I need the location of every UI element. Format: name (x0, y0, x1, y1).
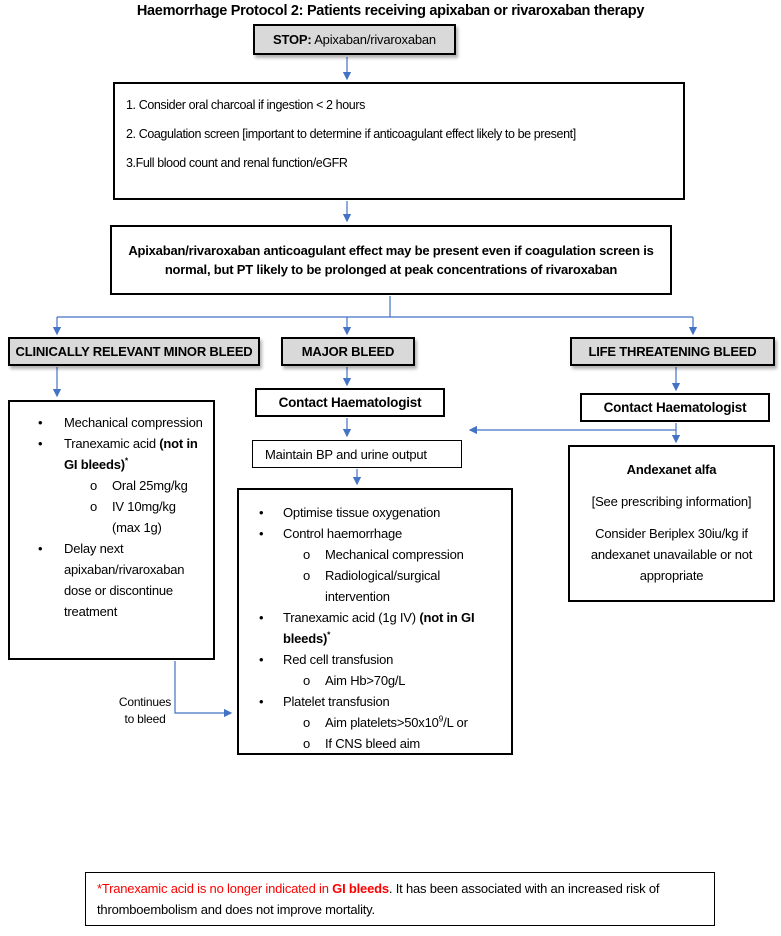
text-segment: 9 (438, 713, 444, 724)
text-segment: Delay next apixaban/rivaroxaban dose or … (64, 541, 185, 619)
list-item-text: IV 10mg/kg (max 1g) (112, 499, 176, 535)
list-item-text: Red cell transfusion (283, 652, 393, 667)
list-item: • Mechanical compression (10, 412, 203, 433)
text-segment: Control haemorrhage (283, 526, 403, 541)
list-item-text: Oral 25mg/kg (112, 478, 188, 493)
bullet-marker: • (259, 505, 264, 520)
stop-label: STOP: Apixaban/rivaroxaban (273, 32, 436, 47)
text-segment: *Tranexamic acid is no longer indicated … (97, 881, 333, 896)
initial-steps-box: 1. Consider oral charcoal if ingestion <… (113, 82, 685, 200)
list-item: o Aim Hb>70g/L (239, 670, 503, 691)
list-item-text: Platelet transfusion (283, 694, 390, 709)
text-segment: IV 10mg/kg (max 1g) (112, 499, 176, 535)
list-item: • Tranexamic acid (1g IV) (not in GI blee… (239, 607, 503, 649)
text-segment: Red cell transfusion (283, 652, 394, 667)
step-3: 3.Full blood count and renal function/eG… (126, 156, 348, 170)
stop-label-bold: STOP: (273, 32, 312, 47)
text-segment: Radiological/surgical intervention (325, 568, 441, 604)
stop-box: STOP: Apixaban/rivaroxaban (253, 24, 456, 55)
text-segment: If CNS bleed aim (325, 736, 421, 751)
bullet-marker: • (259, 610, 264, 625)
text-segment: Oral 25mg/kg (112, 478, 188, 493)
list-item-text: Mechanical compression (325, 547, 464, 562)
maintain-bp-box: Maintain BP and urine output (252, 440, 462, 468)
branch-header-life-threatening-bleed: LIFE THREATENING BLEED (570, 337, 775, 366)
text-segment: Mechanical compression (325, 547, 464, 562)
andexanet-prescribing-info: [See prescribing information] (591, 494, 752, 509)
list-item: o Oral 25mg/kg (10, 475, 203, 496)
andexanet-box: Andexanet alfa [See prescribing informat… (568, 445, 775, 602)
branch-header-minor-bleed: CLINICALLY RELEVANT MINOR BLEED (8, 337, 260, 366)
contact-haematologist-life-box: Contact Haematologist (580, 393, 770, 422)
list-item: • Red cell transfusion (239, 649, 503, 670)
bullet-marker: • (38, 415, 43, 430)
list-item-text: Aim platelets>50x109/L or (325, 713, 468, 730)
branch-header-major-bleed: MAJOR BLEED (281, 337, 415, 366)
list-item-text: Radiological/surgical intervention (325, 568, 440, 604)
continues-to-bleed-label: Continues to bleed (118, 695, 172, 726)
list-item: o IV 10mg/kg (max 1g) (10, 496, 203, 538)
text-segment: . It has been associated with an increas… (97, 881, 660, 917)
major-bleed-actions-box: • Optimise tissue oxygenation • Control hae… (237, 488, 513, 755)
list-item: o If CNS bleed aim (239, 733, 503, 754)
text-segment: Optimise tissue oxygenation (283, 505, 441, 520)
list-item: • Control haemorrhage (239, 523, 503, 544)
text-segment: (not in GI bleeds) (64, 436, 198, 472)
text-segment: Mechanical compression (64, 415, 203, 430)
bullet-marker: • (259, 526, 264, 541)
bullet-marker: • (38, 541, 43, 556)
bullet-marker: • (259, 694, 264, 709)
list-item-text: If CNS bleed aim (325, 736, 420, 751)
text-segment: * (124, 455, 128, 466)
andexanet-title: Andexanet alfa (626, 462, 717, 477)
circle-marker: o (303, 736, 311, 751)
list-item-text: Delay next apixaban/rivaroxaban dose or … (64, 541, 185, 619)
stop-label-rest: Apixaban/rivaroxaban (311, 32, 436, 47)
list-item: o Aim platelets>50x109/L or (239, 712, 503, 733)
list-item: o Mechanical compression (239, 544, 503, 565)
text-segment: (not in GI bleeds) (283, 610, 475, 646)
circle-marker: o (90, 478, 98, 493)
minor-bleed-actions-box: • Mechanical compression • Tranexamic acid … (8, 400, 215, 660)
text-segment: Aim Hb>70g/L (325, 673, 406, 688)
list-item: • Platelet transfusion (239, 691, 503, 712)
list-item-text: Aim Hb>70g/L (325, 673, 406, 688)
list-item: • Delay next apixaban/rivaroxaban dose or… (10, 538, 203, 622)
list-item-text: Tranexamic acid (1g IV) (not in GI bleed… (283, 610, 475, 646)
text-segment: Tranexamic acid (64, 436, 160, 451)
circle-marker: o (303, 715, 311, 730)
bullet-marker: • (38, 436, 43, 451)
bullet-marker: • (259, 652, 264, 667)
text-segment: Platelet transfusion (283, 694, 390, 709)
circle-marker: o (303, 547, 311, 562)
text-segment: /L or (443, 715, 468, 730)
caution-note-box: Apixaban/rivaroxaban anticoagulant effec… (110, 225, 672, 295)
circle-marker: o (303, 673, 311, 688)
andexanet-beriplex-note: Consider Beriplex 30iu/kg if andexanet u… (590, 526, 753, 583)
text-segment: GI bleeds (332, 881, 389, 896)
list-item-text: Tranexamic acid (not in GI bleeds)* (64, 436, 198, 472)
page-title: Haemorrhage Protocol 2: Patients receivi… (136, 3, 645, 19)
list-item-text: Optimise tissue oxygenation (283, 505, 440, 520)
tranexamic-footnote-box: *Tranexamic acid is no longer indicated … (85, 872, 715, 926)
list-item: • Tranexamic acid (not in GI bleeds)* (10, 433, 203, 475)
list-item: o Radiological/surgical intervention (239, 565, 503, 607)
text-segment: Tranexamic acid (1g IV) (283, 610, 420, 625)
contact-haematologist-major-box: Contact Haematologist (255, 388, 445, 417)
text-segment: * (327, 629, 331, 640)
step-1: 1. Consider oral charcoal if ingestion <… (126, 98, 365, 112)
text-segment: Aim platelets>50x10 (325, 715, 439, 730)
step-2: 2. Coagulation screen [important to dete… (126, 127, 576, 141)
list-item-text: Control haemorrhage (283, 526, 402, 541)
list-item-text: Mechanical compression (64, 415, 203, 430)
arrow-continues-to-bleed (174, 661, 233, 718)
list-item: • Optimise tissue oxygenation (239, 502, 503, 523)
circle-marker: o (303, 568, 311, 583)
circle-marker: o (90, 499, 98, 514)
